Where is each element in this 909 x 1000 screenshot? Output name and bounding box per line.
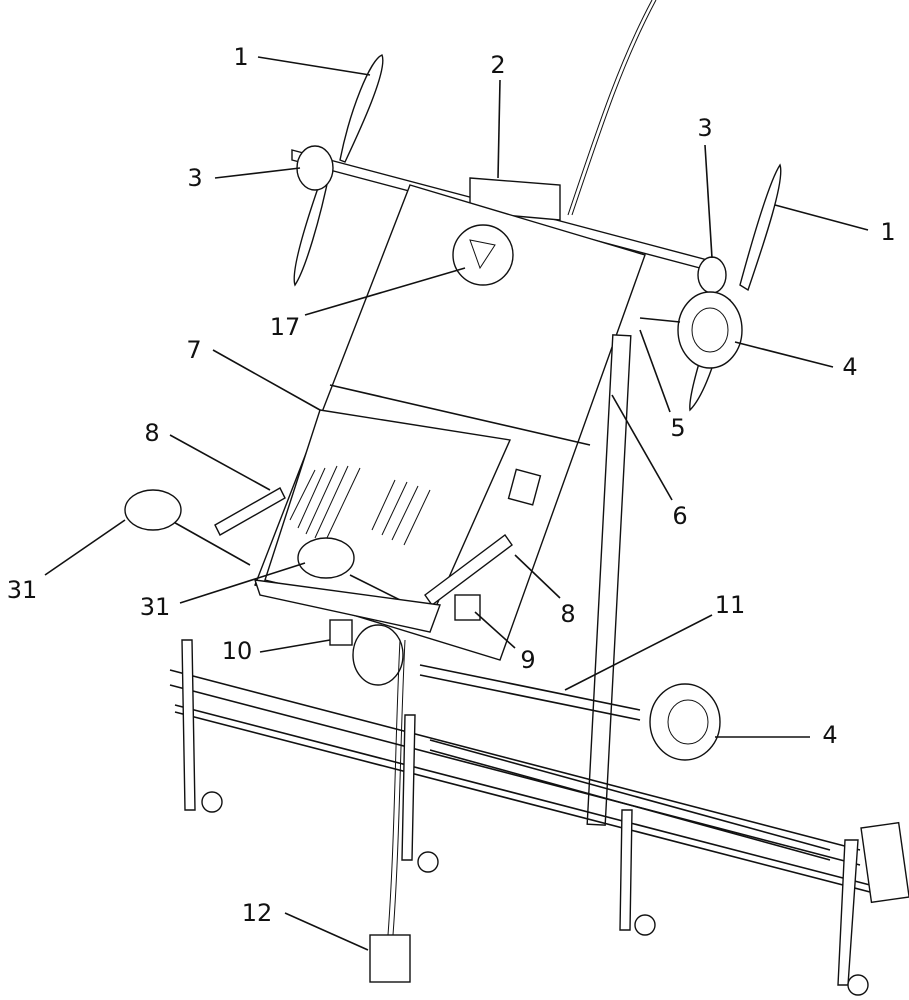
- label-7: 7: [186, 336, 202, 364]
- suspension-cable: [567, 0, 657, 216]
- label-4: 4: [842, 353, 858, 381]
- leader-lines: [44, 56, 869, 951]
- label-1: 1: [233, 43, 249, 71]
- vents: [289, 465, 431, 546]
- label-8: 8: [560, 600, 576, 628]
- label-11: 11: [714, 591, 746, 619]
- right-arm: [424, 534, 513, 606]
- label-4: 4: [822, 721, 838, 749]
- lower-wheel: [649, 683, 721, 761]
- label-10: 10: [221, 637, 253, 665]
- label-3: 3: [697, 114, 713, 142]
- label-6: 6: [672, 502, 688, 530]
- label-17: 17: [269, 313, 301, 341]
- label-3: 3: [187, 164, 203, 192]
- component-9: [454, 594, 481, 621]
- mast: [586, 334, 632, 826]
- left-arm: [214, 487, 286, 536]
- label-1: 1: [880, 218, 896, 246]
- legs: [181, 639, 909, 996]
- main-body: [254, 184, 646, 661]
- label-8: 8: [144, 419, 160, 447]
- label-5: 5: [670, 414, 686, 442]
- counterweight-12: [369, 934, 411, 983]
- label-12: 12: [241, 899, 273, 927]
- label-9: 9: [520, 646, 536, 674]
- upper-wheel: [639, 291, 743, 369]
- component-10: [329, 619, 353, 646]
- weights: [124, 489, 411, 606]
- label-31: 31: [139, 593, 171, 621]
- label-31: 31: [6, 576, 38, 604]
- label-2: 2: [490, 51, 506, 79]
- bottom-frame: [169, 664, 871, 893]
- left-propeller: [293, 54, 384, 287]
- right-propeller: [689, 163, 782, 412]
